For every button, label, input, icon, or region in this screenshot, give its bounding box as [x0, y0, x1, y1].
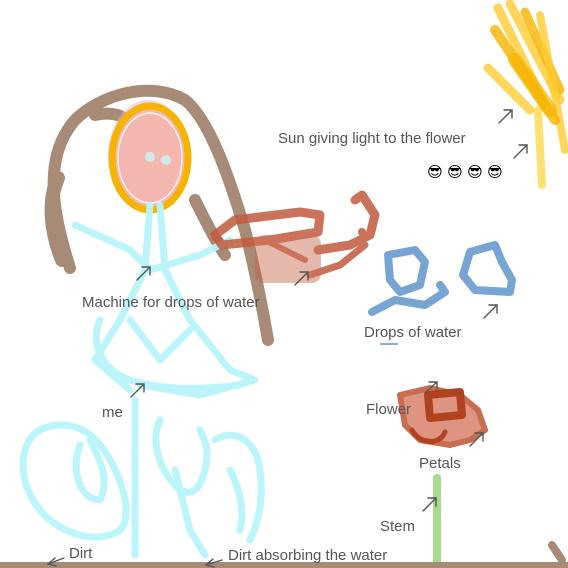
arrow-drops [483, 304, 498, 319]
sunglasses-emoji-2: 😎 [447, 164, 465, 181]
label-sun: Sun giving light to the flower [278, 130, 466, 147]
flower-drawing [397, 385, 488, 448]
sun-drawing [483, 0, 568, 189]
label-me: me [102, 404, 123, 421]
face-drawing [108, 100, 192, 214]
label-dirt-absorbing: Dirt absorbing the water [228, 547, 388, 564]
label-petals: Petals [419, 455, 461, 472]
sunglasses-emoji-1: 😎 [427, 164, 445, 181]
label-machine: Machine for drops of water [82, 294, 260, 311]
label-stem: Stem [380, 518, 416, 535]
machine-drawing [210, 190, 380, 283]
arrow-dirt [46, 557, 65, 567]
sunglasses-emoji-4: 😎 [487, 164, 505, 181]
label-arrows [46, 109, 528, 568]
arrow-me [130, 383, 145, 398]
sunglasses-emoji-3: 😎 [467, 164, 485, 181]
arrow-stem [422, 497, 437, 512]
label-dirt: Dirt [69, 545, 93, 562]
label-drops: Drops of water [364, 324, 462, 341]
water-drops-drawing [368, 241, 516, 316]
arrow-machine [136, 266, 151, 281]
dirt-drawing [0, 541, 568, 568]
arrow-flower [424, 381, 438, 394]
arrow-dirt-absorbing [204, 558, 223, 568]
arrow-petals [469, 432, 484, 447]
arrow-sun-1 [498, 109, 513, 124]
sunglasses-emoji-row: 😎😎😎😎 [426, 163, 506, 183]
label-flower: Flower [366, 401, 412, 418]
arrow-machine-2 [294, 271, 309, 286]
arrow-sun-2 [513, 144, 528, 159]
